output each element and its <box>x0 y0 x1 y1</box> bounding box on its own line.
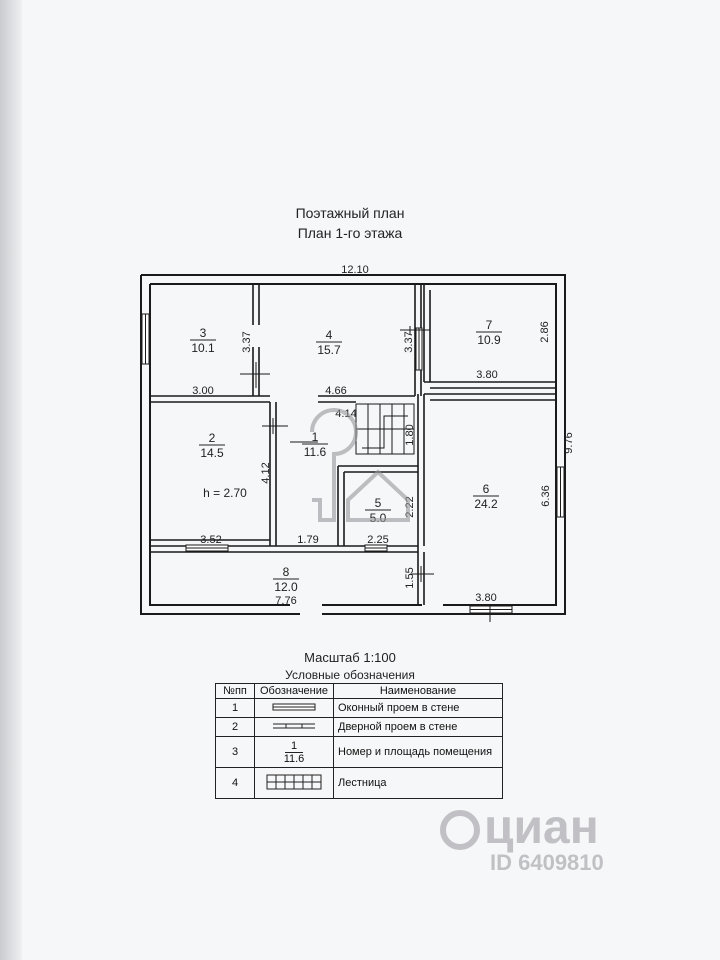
legend-row-number: 4 <box>215 767 255 799</box>
dim-4-66: 4.66 <box>325 385 346 397</box>
legend-row-name: Дверной проем в стене <box>333 717 503 737</box>
watermark-id: ID 6409810 <box>490 850 604 875</box>
legend-row-name: Оконный проем в стене <box>333 698 503 718</box>
room-7-number: 7 <box>486 318 493 332</box>
room-1-area: 11.6 <box>304 445 327 459</box>
dim-1-80: 1.80 <box>404 424 416 445</box>
watermark-brand-text: циан <box>484 801 599 854</box>
door-markers <box>240 326 491 622</box>
legend-row-name: Лестница <box>333 767 503 799</box>
dim-6-36: 6.36 <box>540 485 552 506</box>
dim-3-52: 3.52 <box>200 534 221 546</box>
cian-logo-icon <box>440 810 480 851</box>
room-4-area: 15.7 <box>317 343 341 357</box>
page-edge-shadow <box>0 0 22 960</box>
plan-title: Поэтажный план <box>295 205 405 221</box>
room-3-number: 3 <box>200 326 207 340</box>
room-3-area: 10.1 <box>191 341 215 355</box>
legend-row: 1 Оконный проем в стене <box>215 698 503 718</box>
room-5-number: 5 <box>375 496 382 510</box>
room-number-symbol: 1 11.6 <box>254 736 334 768</box>
legend-table: №пп Обозначение Наименование 1 Оконный п… <box>215 683 503 799</box>
legend-header-symbol: Обозначение <box>254 683 334 699</box>
legend-row: 4 Лестница <box>215 767 503 799</box>
dim-1-79: 1.79 <box>297 534 318 546</box>
symbol-area: 11.6 <box>283 752 305 765</box>
room-4-number: 4 <box>326 328 333 342</box>
door-symbol-icon <box>254 717 334 737</box>
legend-row: 3 1 11.6 Номер и площадь помещения <box>215 736 503 768</box>
room-8-area: 12.0 <box>274 580 298 594</box>
legend-header-row: №пп Обозначение Наименование <box>215 683 503 699</box>
dim-2-86: 2.86 <box>539 321 551 342</box>
legend-title: Условные обозначения <box>285 668 415 682</box>
outer-walls <box>140 274 566 615</box>
dim-3-00: 3.00 <box>192 385 213 397</box>
staircase-symbol-icon <box>254 767 334 799</box>
windows <box>141 313 565 614</box>
dim-1-55: 1.55 <box>404 567 416 588</box>
dim-4-12: 4.12 <box>260 462 272 483</box>
room-7-area: 10.9 <box>477 333 501 347</box>
room-2-number: 2 <box>209 431 216 445</box>
dim-3-37-a: 3.37 <box>241 331 253 352</box>
legend-header-name: Наименование <box>333 683 503 699</box>
window-symbol-icon <box>254 698 334 718</box>
dim-total-width: 12.10 <box>341 264 369 276</box>
dim-3-37-b: 3.37 <box>403 331 415 352</box>
scale-label: Масштаб 1:100 <box>304 650 396 665</box>
dim-7-76: 7.76 <box>275 595 296 607</box>
room-2-area: 14.5 <box>200 446 224 460</box>
dim-3-80-a: 3.80 <box>476 369 497 381</box>
house-watermark-icon <box>310 408 410 522</box>
plan-subtitle: План 1-го этажа <box>297 225 403 241</box>
legend-row-number: 3 <box>215 736 255 768</box>
ceiling-height: h = 2.70 <box>203 486 247 500</box>
dim-9-76: 9.76 <box>563 432 575 453</box>
legend-row: 2 Дверной проем в стене <box>215 717 503 737</box>
legend-row-number: 2 <box>215 717 255 737</box>
legend-row-number: 1 <box>215 698 255 718</box>
watermark-brand: циан <box>440 800 599 855</box>
room-6-number: 6 <box>483 482 490 496</box>
legend-row-name: Номер и площадь помещения <box>333 736 503 768</box>
room-1-number: 1 <box>312 430 319 444</box>
room-6-area: 24.2 <box>474 497 498 511</box>
symbol-number: 1 <box>284 740 304 753</box>
interior-walls <box>150 284 556 605</box>
room-labels: 3 10.1 4 15.7 7 10.9 2 14.5 1 11.6 5 5.0… <box>190 318 502 594</box>
dimension-labels: 12.10 3.37 3.37 2.86 3.00 4.66 3.80 4.14… <box>192 264 575 607</box>
legend-header-no: №пп <box>215 683 255 699</box>
room-8-number: 8 <box>283 565 290 579</box>
dim-3-80-b: 3.80 <box>475 592 496 604</box>
dim-2-25: 2.25 <box>367 534 388 546</box>
